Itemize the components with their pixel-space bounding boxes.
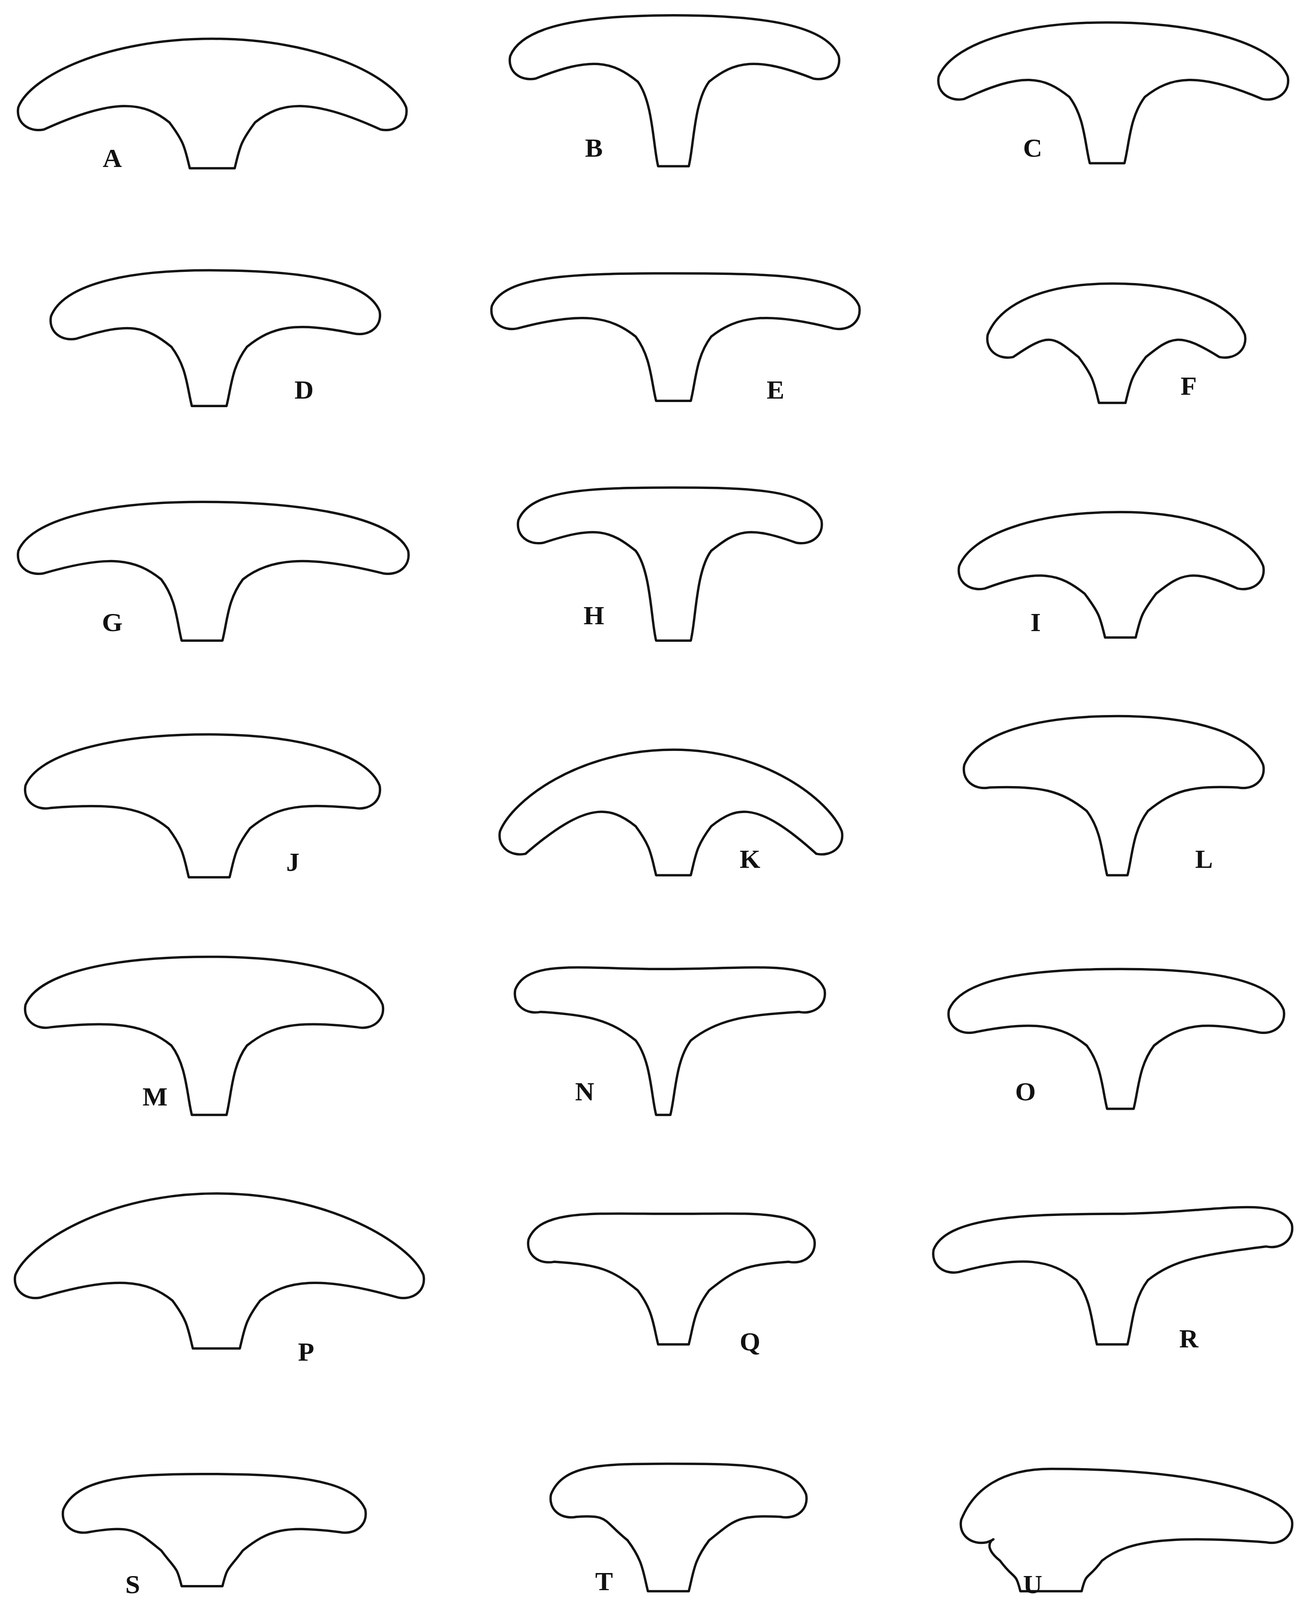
tooth-outline xyxy=(514,967,825,1116)
figure-letter: J xyxy=(286,848,300,876)
tooth-outline xyxy=(491,273,860,401)
figure-letter: H xyxy=(583,602,604,629)
figure-letter: R xyxy=(1179,1325,1199,1353)
figure-letter: A xyxy=(102,144,123,172)
tooth-outline xyxy=(499,749,843,876)
figure-letter: P xyxy=(298,1338,315,1366)
tooth-outline xyxy=(25,957,384,1116)
tooth-outline xyxy=(17,501,409,641)
tooth-outline xyxy=(963,716,1264,876)
tooth-outline xyxy=(62,1474,366,1587)
figure-letter: G xyxy=(101,609,123,636)
figure-letter: I xyxy=(1030,609,1041,636)
tooth-outline xyxy=(50,270,380,407)
tooth-outline xyxy=(933,1207,1293,1346)
figure-letter: T xyxy=(595,1568,613,1595)
tooth-outline xyxy=(17,38,407,169)
figure-letter: B xyxy=(585,134,603,162)
figure-letter: N xyxy=(575,1078,595,1105)
figure-letter: S xyxy=(125,1571,140,1598)
figure-letter: C xyxy=(1023,134,1043,162)
figure-letter: O xyxy=(1015,1078,1036,1105)
figure-letter: K xyxy=(739,845,761,873)
figure-letter: U xyxy=(1023,1571,1043,1598)
figure-letter: E xyxy=(766,376,785,404)
tooth-outline xyxy=(550,1464,807,1592)
figure-letter: F xyxy=(1180,372,1198,400)
tooth-outline xyxy=(987,283,1246,404)
tooth-outline xyxy=(528,1213,815,1345)
tooth-outline xyxy=(25,734,381,878)
tooth-outline xyxy=(517,487,822,641)
figure-letter: Q xyxy=(739,1328,761,1356)
tooth-outline xyxy=(938,22,1289,164)
tooth-outline xyxy=(509,15,840,167)
tooth-outline xyxy=(958,512,1264,638)
tooth-outline xyxy=(14,1193,425,1349)
tooth-outline xyxy=(960,1469,1293,1592)
tooth-outline xyxy=(948,969,1285,1109)
figure-letter: D xyxy=(294,376,314,404)
figure-letter: M xyxy=(142,1083,168,1111)
figure-letter: L xyxy=(1195,845,1213,873)
